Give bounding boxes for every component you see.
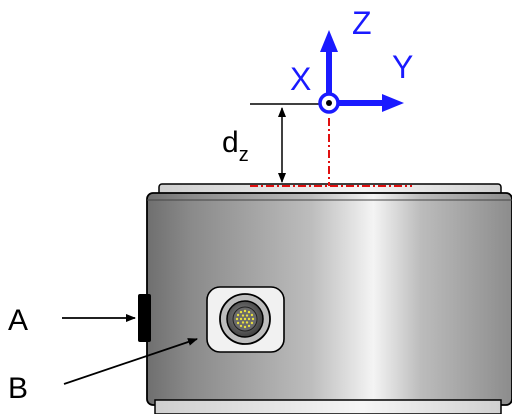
connector-pin: [241, 314, 245, 317]
connector-pin: [241, 321, 245, 324]
centerline: [250, 118, 412, 187]
connector-pin: [239, 317, 243, 321]
connector-pins: [235, 309, 255, 329]
axis-label-y: Y: [392, 49, 413, 85]
axis-label-x: X: [290, 61, 311, 97]
connector-pin: [243, 309, 247, 313]
side-tab: [138, 294, 151, 342]
pointer-a-label: A: [8, 304, 28, 337]
y-axis-shaft: [338, 100, 384, 106]
coordinate-axes: Z X Y: [290, 5, 413, 114]
connector-pin: [239, 310, 243, 314]
x-axis-symbol-dot: [326, 100, 332, 106]
sensor-body: [138, 183, 512, 414]
z-axis-arrowhead: [320, 30, 338, 52]
connector-pin: [247, 324, 251, 328]
axis-label-z: Z: [352, 5, 372, 41]
connector-pin: [245, 314, 249, 317]
connector-pin: [247, 310, 251, 314]
pointer-b: B: [8, 338, 198, 405]
dimension-dz: dz: [222, 103, 329, 183]
connector-pin: [250, 321, 254, 325]
connector-pin: [243, 325, 247, 329]
z-axis-shaft: [326, 50, 332, 96]
cylinder-body: [146, 192, 512, 406]
y-axis-arrowhead: [382, 94, 404, 112]
pointer-a: A: [8, 304, 136, 337]
connector-pin: [235, 317, 239, 321]
connector-pin: [243, 317, 247, 321]
pointer-b-label: B: [8, 372, 28, 405]
dz-label-sub: z: [239, 144, 249, 166]
connector-pin: [245, 321, 249, 324]
connector: [206, 286, 285, 353]
connector-pin: [239, 324, 243, 328]
connector-pin: [236, 313, 240, 317]
dz-label-main: d: [222, 126, 239, 159]
bottom-rim: [154, 399, 502, 414]
pointer-b-arrow: [63, 338, 198, 385]
connector-pin: [236, 321, 240, 325]
connector-pin: [250, 313, 254, 317]
connector-pin: [247, 317, 251, 321]
dz-label: dz: [222, 126, 249, 166]
connector-pin: [251, 317, 255, 321]
